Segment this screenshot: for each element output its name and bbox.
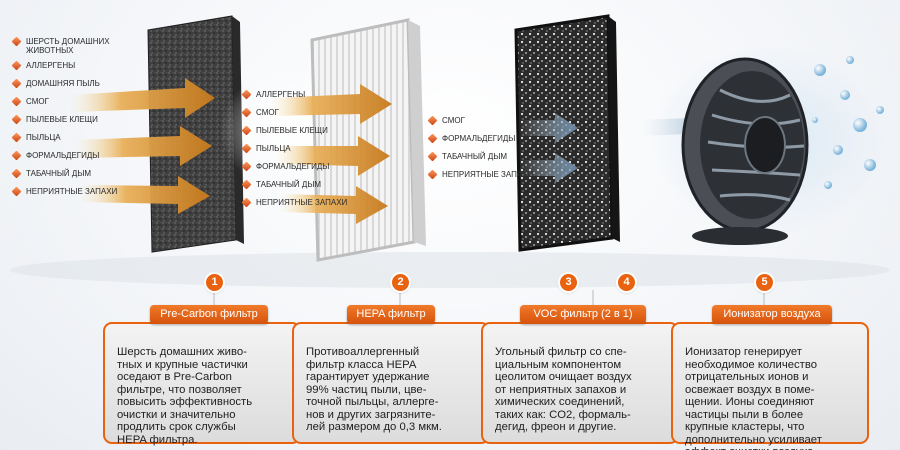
step-badge-2: 2 [392, 274, 409, 291]
voc-card: Угольный фильтр со спе- циальным компоне… [481, 322, 679, 444]
pre-carbon-title: Pre-Carbon фильтр [150, 305, 268, 324]
list-item: ФОРМАЛЬДЕГИДЫ [428, 134, 548, 152]
list-item: ТАБАЧНЫЙ ДЫМ [12, 169, 142, 187]
list-item: НЕПРИЯТНЫЕ ЗАПАХИ [12, 187, 142, 205]
filter2-contaminant-list: АЛЛЕРГЕНЫ СМОГ ПЫЛЕВЫЕ КЛЕЩИ ПЫЛЬЦА ФОРМ… [242, 90, 362, 216]
list-item: ФОРМАЛЬДЕГИДЫ [242, 162, 362, 180]
hepa-description: Противоаллергенный фильтр класса HEPA га… [306, 346, 442, 433]
list-item: ШЕРСТЬ ДОМАШНИХ ЖИВОТНЫХ [12, 37, 142, 61]
list-item: СМОГ [242, 108, 362, 126]
step-badge-1: 1 [206, 274, 223, 291]
filter3-contaminant-list: СМОГ ФОРМАЛЬДЕГИДЫ ТАБАЧНЫЙ ДЫМ НЕПРИЯТН… [428, 116, 548, 188]
hepa-title: HEPA фильтр [347, 305, 435, 324]
list-item: ТАБАЧНЫЙ ДЫМ [428, 152, 548, 170]
voc-title: VOC фильтр (2 в 1) [520, 305, 646, 324]
list-item: ФОРМАЛЬДЕГИДЫ [12, 151, 142, 169]
step-badge-4: 4 [618, 274, 635, 291]
list-item: ДОМАШНЯЯ ПЫЛЬ [12, 79, 142, 97]
list-item: ПЫЛЬЦА [242, 144, 362, 162]
list-item: ПЫЛЕВЫЕ КЛЕЩИ [12, 115, 142, 133]
ionizer-description: Ионизатор генерирует необходимое количес… [685, 346, 822, 450]
ionizer-title: Ионизатор воздуха [712, 305, 832, 324]
filter1-contaminant-list: ШЕРСТЬ ДОМАШНИХ ЖИВОТНЫХ АЛЛЕРГЕНЫ ДОМАШ… [12, 37, 142, 205]
list-item: НЕПРИЯТНЫЕ ЗАПАХИ [428, 170, 548, 188]
list-item: ТАБАЧНЫЙ ДЫМ [242, 180, 362, 198]
ionizer-card: Ионизатор генерирует необходимое количес… [671, 322, 869, 450]
hepa-card: Противоаллергенный фильтр класса HEPA га… [292, 322, 490, 444]
step-badge-3: 3 [560, 274, 577, 291]
list-item: АЛЛЕРГЕНЫ [242, 90, 362, 108]
list-item: НЕПРИЯТНЫЕ ЗАПАХИ [242, 198, 362, 216]
list-item: СМОГ [12, 97, 142, 115]
step-badge-5: 5 [756, 274, 773, 291]
pre-carbon-description: Шерсть домашних живо- тных и крупные час… [117, 346, 253, 446]
pre-carbon-card: Шерсть домашних живо- тных и крупные час… [103, 322, 301, 446]
voc-description: Угольный фильтр со спе- циальным компоне… [495, 346, 632, 433]
list-item: ПЫЛЕВЫЕ КЛЕЩИ [242, 126, 362, 144]
list-item: АЛЛЕРГЕНЫ [12, 61, 142, 79]
list-item: ПЫЛЬЦА [12, 133, 142, 151]
list-item: СМОГ [428, 116, 548, 134]
